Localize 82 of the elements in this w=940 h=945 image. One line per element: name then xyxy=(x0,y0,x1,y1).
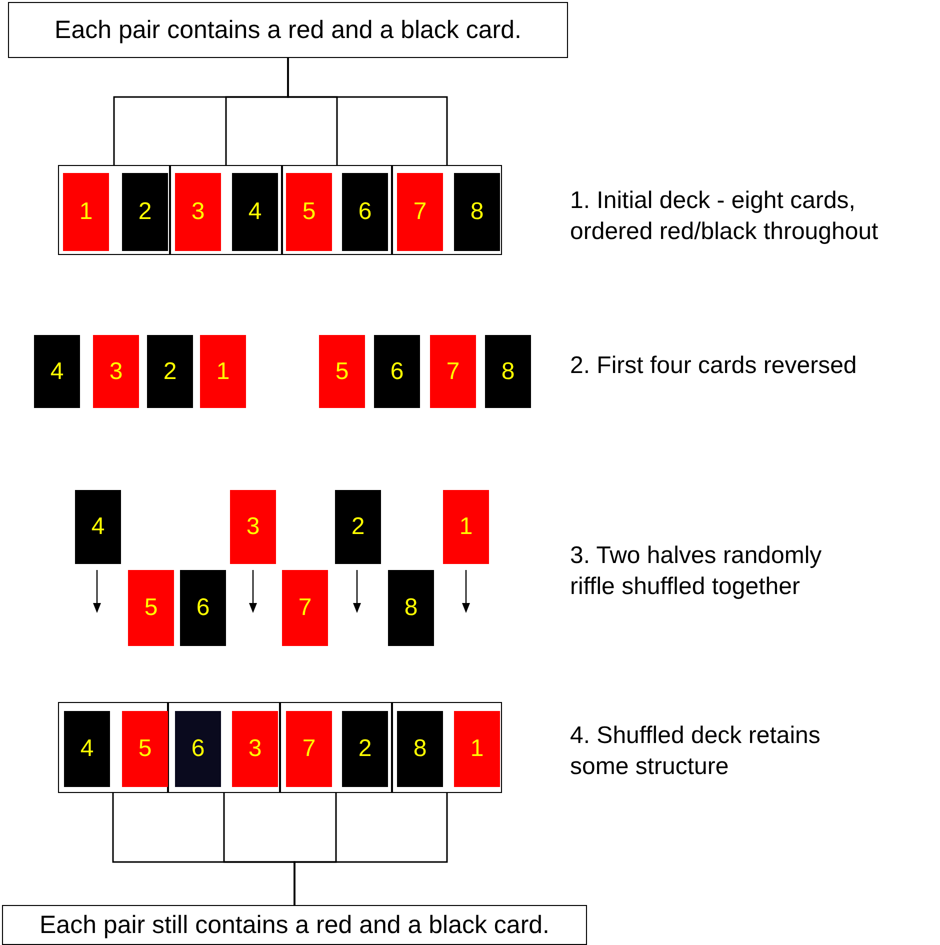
card-number: 6 xyxy=(390,360,404,384)
card-number: 1 xyxy=(470,737,484,761)
pair-box xyxy=(58,702,168,793)
playing-card xyxy=(122,173,168,251)
text-box xyxy=(8,2,568,58)
card-number: 7 xyxy=(302,737,316,761)
card-number: 5 xyxy=(302,200,316,224)
playing-card xyxy=(342,173,388,251)
card-number: 7 xyxy=(413,200,427,224)
card-number: 4 xyxy=(248,200,262,224)
playing-card xyxy=(397,173,443,251)
box-text: Each pair still contains a red and a black card. xyxy=(40,912,550,938)
pair-box xyxy=(58,165,170,255)
card-number: 8 xyxy=(413,737,427,761)
playing-card xyxy=(64,711,110,787)
pair-box xyxy=(392,702,502,793)
card-number: 6 xyxy=(191,737,205,761)
card-number: 6 xyxy=(196,596,210,620)
card-number: 3 xyxy=(109,360,123,384)
pair-box xyxy=(280,702,392,793)
card-number: 6 xyxy=(358,200,372,224)
playing-card xyxy=(443,490,489,564)
card-number: 3 xyxy=(246,515,260,539)
playing-card xyxy=(286,173,332,251)
card-number: 1 xyxy=(459,515,473,539)
card-number: 7 xyxy=(446,360,460,384)
card-number: 5 xyxy=(335,360,349,384)
card-number: 4 xyxy=(91,515,105,539)
card-number: 2 xyxy=(358,737,372,761)
playing-card xyxy=(454,173,500,251)
playing-card xyxy=(430,335,476,408)
step-description: 1. Initial deck - eight cards, ordered red/black throughout xyxy=(570,186,880,248)
playing-card xyxy=(485,335,531,408)
playing-card xyxy=(388,570,434,646)
pair-box xyxy=(170,165,282,255)
card-number: 5 xyxy=(144,596,158,620)
playing-card xyxy=(319,335,365,408)
playing-card xyxy=(230,490,276,564)
playing-card xyxy=(175,173,221,251)
playing-card xyxy=(397,711,443,787)
card-number: 4 xyxy=(50,360,64,384)
playing-card xyxy=(232,173,278,251)
playing-card xyxy=(282,570,328,646)
card-number: 8 xyxy=(404,596,418,620)
playing-card xyxy=(200,335,246,408)
card-number: 1 xyxy=(79,200,93,224)
card-number: 5 xyxy=(138,737,152,761)
playing-card xyxy=(34,335,80,408)
playing-card xyxy=(335,490,381,564)
playing-card xyxy=(175,711,221,787)
card-number: 8 xyxy=(501,360,515,384)
playing-card xyxy=(286,711,332,787)
pair-box xyxy=(282,165,392,255)
box-text: Each pair contains a red and a black card. xyxy=(54,18,522,42)
pair-box xyxy=(392,165,502,255)
connector-line xyxy=(294,793,448,905)
playing-card xyxy=(232,711,278,787)
playing-card xyxy=(93,335,139,408)
card-number: 3 xyxy=(191,200,205,224)
playing-card xyxy=(128,570,174,646)
card-number: 2 xyxy=(163,360,177,384)
card-number: 3 xyxy=(248,737,262,761)
playing-card xyxy=(180,570,226,646)
card-number: 1 xyxy=(216,360,230,384)
playing-card xyxy=(342,711,388,787)
card-number: 7 xyxy=(298,596,312,620)
card-number: 2 xyxy=(138,200,152,224)
playing-card xyxy=(454,711,500,787)
step-description: 3. Two halves randomly riffle shuffled together xyxy=(570,541,823,602)
text-box xyxy=(2,905,587,945)
playing-card xyxy=(63,173,109,251)
connector-line xyxy=(287,58,448,165)
card-number: 8 xyxy=(470,200,484,224)
playing-card xyxy=(374,335,420,408)
pair-box xyxy=(168,702,280,793)
step-description: 4. Shuffled deck retains some structure xyxy=(570,721,822,782)
step-description: 2. First four cards reversed xyxy=(570,351,858,381)
playing-card xyxy=(122,711,168,787)
playing-card xyxy=(75,490,121,564)
card-number: 4 xyxy=(80,737,94,761)
card-number: 2 xyxy=(351,515,365,539)
playing-card xyxy=(147,335,193,408)
